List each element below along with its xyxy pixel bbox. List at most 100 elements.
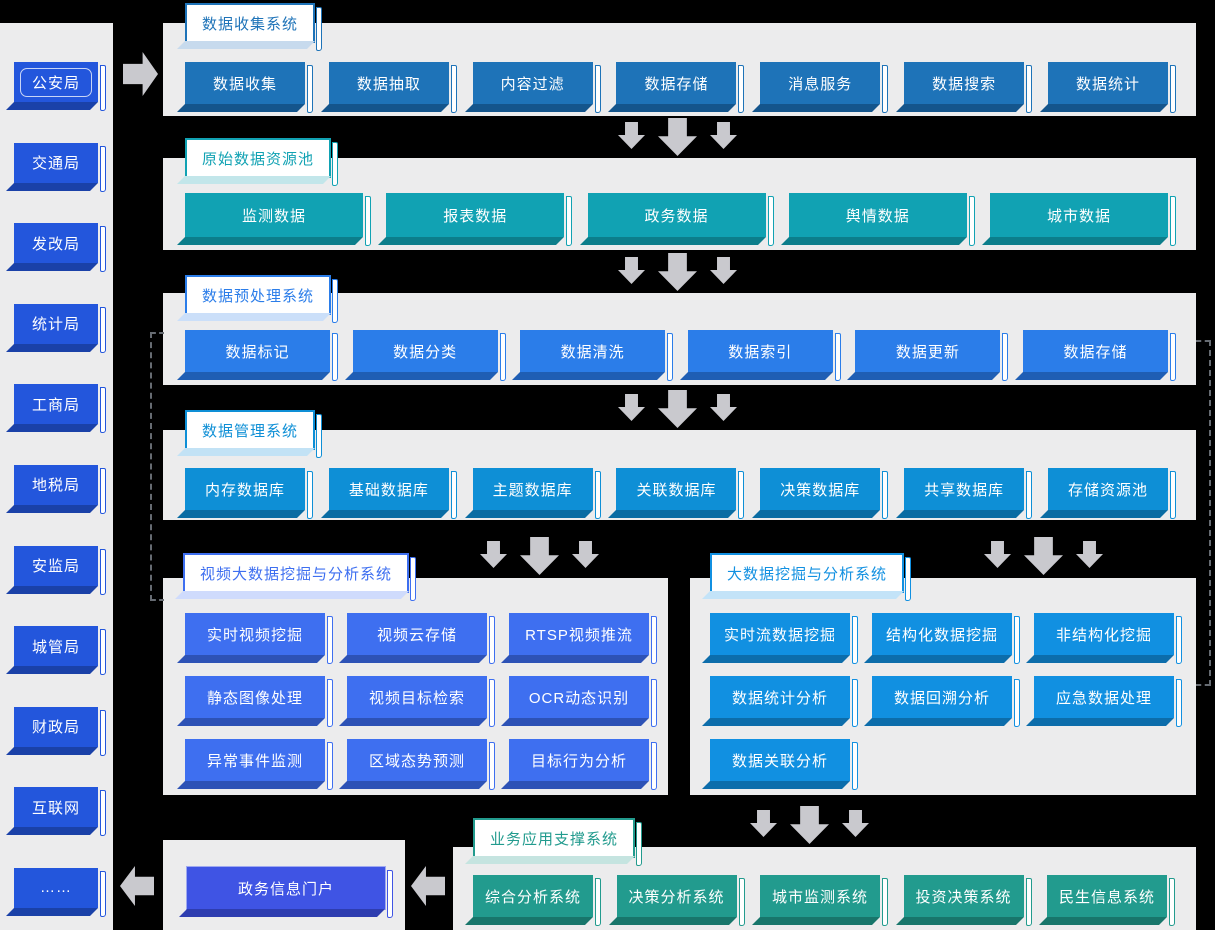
panel-video-mining: 实时视频挖掘 视频云存储 RTSP视频推流 静态图像处理 视频目标检索 OCR动…: [163, 578, 668, 795]
section-label-big-data-mining: 大数据挖掘与分析系统: [710, 553, 912, 601]
arrow-down-icon: [710, 394, 737, 421]
node-message-service: 消息服务: [760, 62, 889, 113]
node-data-store: 数据存储: [616, 62, 745, 113]
panel-data-management: 内存数据库 基础数据库 主题数据库 关联数据库 决策数据库 共享数据库 存储资源…: [163, 430, 1196, 520]
node-city-monitor: 城市监测系统: [760, 875, 888, 926]
node-static-image-processing: 静态图像处理: [185, 676, 333, 727]
arrow-right-icon: [123, 52, 158, 96]
node-data-update: 数据更新: [855, 330, 1009, 381]
node-video-target-search: 视频目标检索: [347, 676, 495, 727]
sidebar-panel: 公安局 交通局 发改局 统计局 工商局 地税局 安监局 城管局 财政局 互联网 …: [0, 23, 113, 930]
arrow-group: [984, 537, 1103, 575]
node-subject-db: 主题数据库: [472, 468, 601, 519]
node-target-behavior-analysis: 目标行为分析: [509, 739, 657, 790]
arrow-down-icon: [658, 390, 697, 428]
node-base-db: 基础数据库: [328, 468, 457, 519]
node-decision-db: 决策数据库: [760, 468, 889, 519]
arrow-down-icon: [572, 541, 599, 568]
node-rtsp-streaming: RTSP视频推流: [509, 613, 657, 664]
business-support-row: 综合分析系统 决策分析系统 城市监测系统 投资决策系统 民生信息系统: [473, 875, 1175, 926]
node-data-extract: 数据抽取: [328, 62, 457, 113]
arrow-down-icon: [1024, 537, 1063, 575]
node-data-relation-analysis: 数据关联分析: [710, 739, 858, 790]
sidebar-item-statistics: 统计局: [14, 303, 106, 353]
dashed-connector-right-bottom: [1196, 684, 1210, 686]
panel-big-data-mining: 实时流数据挖掘 结构化数据挖掘 非结构化挖掘 数据统计分析 数据回溯分析 应急数…: [690, 578, 1196, 795]
node-emergency-data-processing: 应急数据处理: [1034, 676, 1182, 727]
arrow-group: [480, 537, 599, 575]
sidebar-item-finance: 财政局: [14, 706, 106, 756]
data-management-row: 内存数据库 基础数据库 主题数据库 关联数据库 决策数据库 共享数据库 存储资源…: [185, 468, 1176, 519]
data-collection-row: 数据收集 数据抽取 内容过滤 数据存储 消息服务 数据搜索 数据统计: [185, 62, 1176, 113]
node-storage-pool: 存储资源池: [1047, 468, 1176, 519]
node-data-search: 数据搜索: [904, 62, 1033, 113]
node-data-tag: 数据标记: [185, 330, 338, 381]
node-region-trend-forecast: 区域态势预测: [347, 739, 495, 790]
panel-data-collection: 数据收集 数据抽取 内容过滤 数据存储 消息服务 数据搜索 数据统计: [163, 23, 1196, 116]
arrow-down-icon: [658, 118, 697, 156]
dashed-connector-right: [1209, 340, 1211, 686]
arrow-down-icon: [790, 806, 829, 844]
node-unstructured-mining: 非结构化挖掘: [1034, 613, 1182, 664]
section-label-preprocessing: 数据预处理系统: [185, 275, 339, 323]
node-video-cloud-storage: 视频云存储: [347, 613, 495, 664]
sidebar-item-public-security: 公安局: [14, 62, 106, 111]
node-abnormal-event-monitor: 异常事件监测: [185, 739, 333, 790]
node-gov-data: 政务数据: [587, 193, 774, 246]
dashed-connector-left-top: [151, 332, 164, 334]
section-label-business-support: 业务应用支撑系统: [473, 818, 643, 866]
node-livelihood-info: 民生信息系统: [1047, 875, 1175, 926]
arrow-down-icon: [710, 122, 737, 149]
dashed-connector-left: [150, 332, 152, 601]
sidebar-item-work-safety: 安监局: [14, 545, 106, 595]
node-report-data: 报表数据: [386, 193, 573, 246]
arrow-down-icon: [710, 257, 737, 284]
big-data-mining-grid: 实时流数据挖掘 结构化数据挖掘 非结构化挖掘 数据统计分析 数据回溯分析 应急数…: [710, 613, 1182, 790]
dashed-connector-left-bottom: [151, 599, 164, 601]
preprocessing-row: 数据标记 数据分类 数据清洗 数据索引 数据更新 数据存储: [185, 330, 1176, 381]
node-share-db: 共享数据库: [904, 468, 1033, 519]
node-structured-mining: 结构化数据挖掘: [872, 613, 1020, 664]
node-content-filter: 内容过滤: [472, 62, 601, 113]
node-data-index: 数据索引: [687, 330, 841, 381]
node-realtime-stream-mining: 实时流数据挖掘: [710, 613, 858, 664]
node-decision-analysis: 决策分析系统: [616, 875, 745, 926]
arrow-group: [618, 390, 737, 428]
node-memory-db: 内存数据库: [185, 468, 313, 519]
node-data-stats: 数据统计: [1047, 62, 1176, 113]
node-data-classify: 数据分类: [352, 330, 506, 381]
arrow-down-icon: [658, 253, 697, 291]
section-label-data-management: 数据管理系统: [185, 410, 323, 458]
arrow-down-icon: [618, 394, 645, 421]
arrow-down-icon: [984, 541, 1011, 568]
node-data-stat-analysis: 数据统计分析: [710, 676, 858, 727]
dashed-connector-right-top: [1196, 340, 1210, 342]
arrow-down-icon: [618, 257, 645, 284]
node-data-clean: 数据清洗: [520, 330, 674, 381]
node-data-collect: 数据收集: [185, 62, 313, 113]
node-gov-portal: 政务信息门户: [186, 866, 393, 918]
node-monitor-data: 监测数据: [185, 193, 371, 246]
node-sentiment-data: 舆情数据: [788, 193, 975, 246]
panel-gov-portal: 政务信息门户: [163, 840, 405, 930]
sidebar-item-internet: 互联网: [14, 787, 106, 837]
sidebar-item-industry-commerce: 工商局: [14, 384, 106, 434]
arrow-down-icon: [1076, 541, 1103, 568]
node-relation-db: 关联数据库: [616, 468, 745, 519]
node-data-backtrack-analysis: 数据回溯分析: [872, 676, 1020, 727]
sidebar-item-development-reform: 发改局: [14, 223, 106, 273]
node-ocr-recognition: OCR动态识别: [509, 676, 657, 727]
arrow-left-icon: [411, 866, 445, 906]
node-city-data: 城市数据: [990, 193, 1176, 246]
section-label-video-mining: 视频大数据挖掘与分析系统: [183, 553, 417, 601]
arrow-left-icon: [120, 866, 154, 906]
sidebar-item-local-tax: 地税局: [14, 464, 106, 514]
arrow-down-icon: [842, 810, 869, 837]
arrow-down-icon: [480, 541, 507, 568]
sidebar-item-transport: 交通局: [14, 142, 106, 192]
arrow-down-icon: [750, 810, 777, 837]
sidebar-item-urban-management: 城管局: [14, 626, 106, 676]
arrow-down-icon: [618, 122, 645, 149]
node-comprehensive-analysis: 综合分析系统: [473, 875, 601, 926]
